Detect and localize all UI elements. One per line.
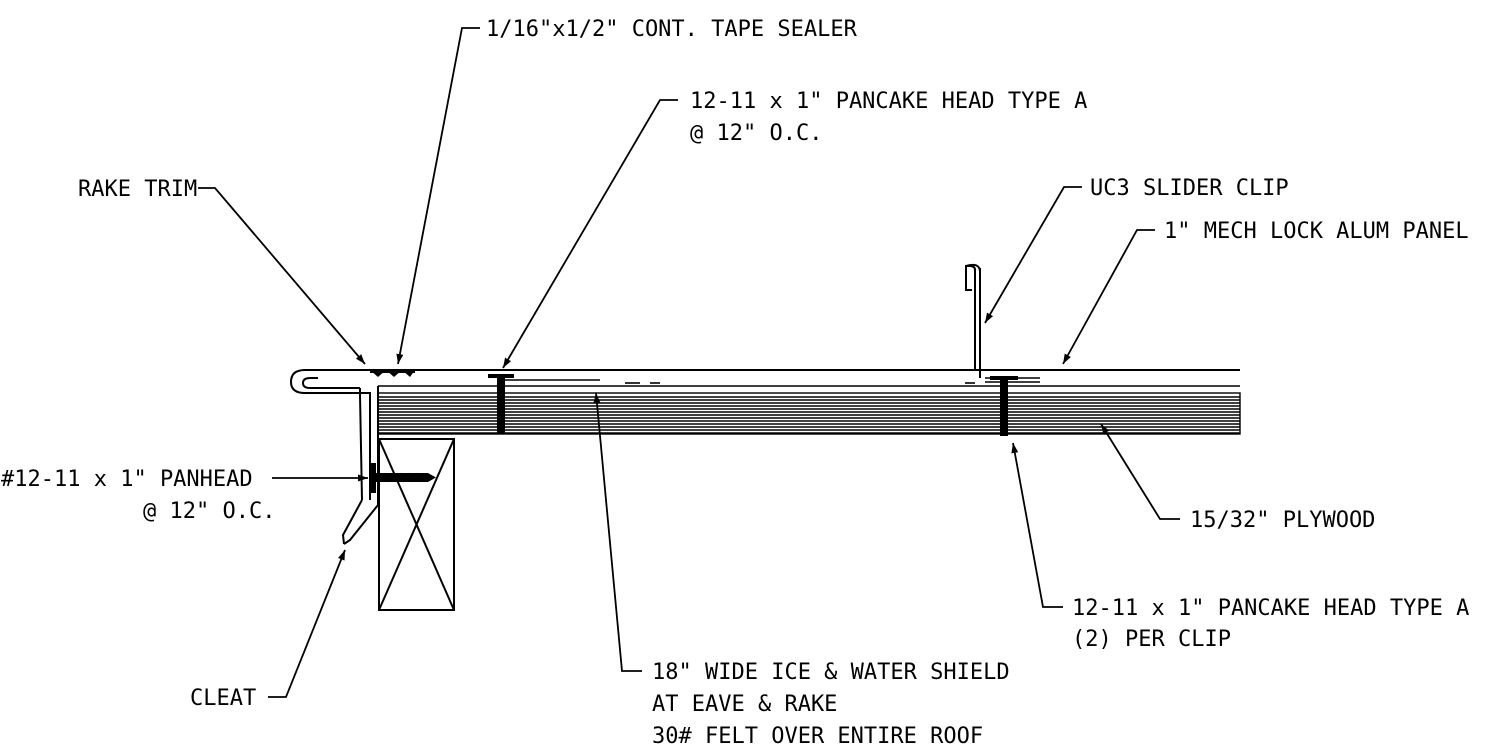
wood-blocking	[378, 438, 455, 611]
pancake-head-screw-left	[488, 374, 514, 434]
plywood-outline	[377, 392, 1241, 435]
leader-ice-shield	[593, 392, 642, 672]
label-panhead-line2: @ 12" O.C.	[143, 499, 275, 524]
label-plywood: 15/32" PLYWOOD	[1190, 508, 1375, 533]
panhead-screw	[371, 463, 436, 493]
underlayment	[378, 377, 1240, 387]
leader-slider-clip	[984, 186, 1082, 324]
label-slider-clip: UC3 SLIDER CLIP	[1090, 176, 1289, 201]
leader-alum-panel	[1062, 229, 1155, 365]
label-pancake-top-line1: 12-11 x 1" PANCAKE HEAD TYPE A	[690, 89, 1087, 114]
label-alum-panel: 1" MECH LOCK ALUM PANEL	[1164, 219, 1469, 244]
leader-cleat	[268, 549, 346, 698]
label-tape-sealer: 1/16"x1/2" CONT. TAPE SEALER	[486, 17, 858, 42]
label-ice-shield-line1: 18" WIDE ICE & WATER SHIELD	[652, 660, 1010, 685]
pancake-head-screw-clip	[990, 376, 1018, 436]
leader-pancake-top	[502, 99, 678, 369]
leader-rake-trim	[198, 187, 366, 365]
metal-panel-and-rake-trim	[289, 263, 1240, 545]
leader-plywood	[1100, 423, 1180, 520]
plywood-sheathing	[377, 392, 1241, 435]
label-panhead-line1: #12-11 x 1" PANHEAD	[1, 467, 253, 492]
label-ice-shield-line2: AT EAVE & RAKE	[652, 692, 837, 717]
label-pancake-clip-line1: 12-11 x 1" PANCAKE HEAD TYPE A	[1072, 596, 1469, 621]
callout-text: 1/16"x1/2" CONT. TAPE SEALER 12-11 x 1" …	[1, 17, 1469, 749]
leader-pancake-clip	[1011, 442, 1063, 608]
label-ice-shield-line3: 30# FELT OVER ENTIRE ROOF	[652, 724, 983, 749]
label-pancake-clip-line2: (2) PER CLIP	[1072, 627, 1231, 652]
label-rake-trim: RAKE TRIM	[78, 177, 197, 202]
leader-tape-sealer	[396, 27, 480, 365]
label-cleat: CLEAT	[190, 686, 256, 711]
leader-lines	[198, 27, 1180, 698]
label-pancake-top-line2: @ 12" O.C.	[690, 121, 822, 146]
tape-sealer	[370, 370, 415, 377]
